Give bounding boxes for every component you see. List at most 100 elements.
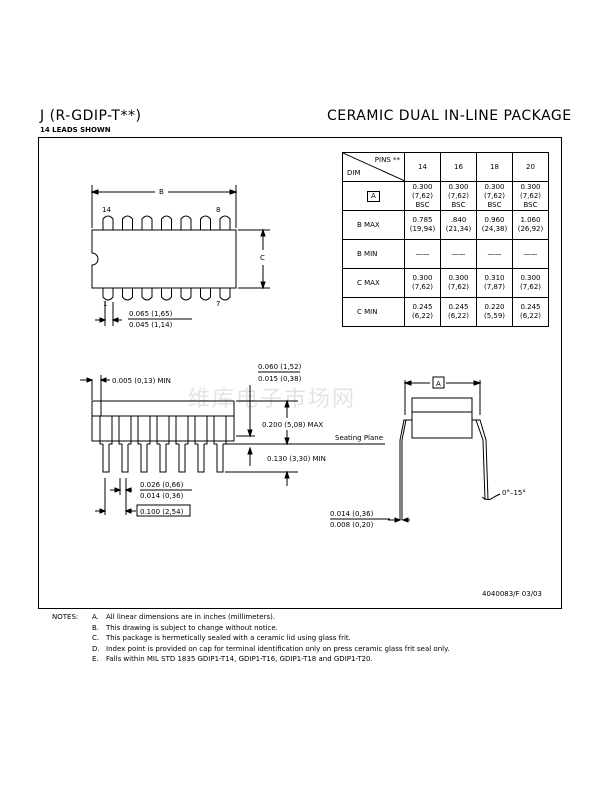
- bottom-pin: [180, 288, 192, 301]
- table-cell: ——: [512, 239, 549, 269]
- lead-width-max-dim: 0.026 (0,66): [140, 481, 184, 489]
- note-key: A.: [92, 613, 99, 621]
- side-lead: [99, 416, 113, 473]
- top-pin: [180, 215, 192, 230]
- lead-pitch-dim: 0.100 (2,54): [140, 508, 184, 516]
- package-name-title: CERAMIC DUAL IN-LINE PACKAGE: [327, 108, 572, 124]
- lead-thickness-max: 0.014 (0,36): [330, 510, 374, 518]
- column-header: 20: [512, 152, 549, 182]
- row-label-cell: C MAX: [342, 268, 405, 298]
- row-label: A: [367, 190, 380, 202]
- top-pin: [141, 215, 153, 230]
- dimension-table: PINS ** DIM 14 16 18 20 A 0.300 (7,62) BS…: [342, 152, 549, 327]
- note-key: D.: [92, 644, 100, 653]
- table-cell: 0.245 (6,22): [440, 297, 477, 327]
- bottom-pin: [200, 288, 211, 301]
- note-item: E. Falls within MIL STD 1835 GDIP1-T14, G…: [52, 654, 449, 665]
- column-header: 16: [440, 152, 477, 182]
- seating-plane-label: Seating Plane: [335, 434, 383, 442]
- note-item: D. Index point is provided on cap for ter…: [52, 644, 449, 655]
- side-lead: [194, 416, 208, 473]
- table-cell: 0.300 (7,62): [404, 268, 441, 298]
- shoulder-min-dim: 0.015 (0,38): [258, 375, 302, 383]
- note-key: C.: [92, 634, 100, 642]
- side-lead: [118, 416, 132, 473]
- top-pin: [219, 215, 231, 230]
- row-label-cell: B MAX: [342, 210, 405, 240]
- corner-diagonal: [343, 153, 405, 181]
- note-key: B.: [92, 623, 100, 632]
- row-label: C MAX: [357, 278, 380, 287]
- side-lead: [137, 416, 151, 473]
- top-view: [90, 185, 270, 326]
- lead-width-min: 0.045 (1,14): [129, 321, 173, 329]
- table-row: B MIN————————: [342, 239, 549, 269]
- document-reference: 4040083/F 03/03: [482, 590, 542, 598]
- column-header: 14: [404, 152, 441, 182]
- table-cell: 0.300 (7,62) BSC: [512, 181, 549, 211]
- row-label: C MIN: [357, 307, 378, 316]
- table-header-row: PINS ** DIM 14 16 18 20: [342, 152, 549, 182]
- side-lead: [175, 416, 189, 473]
- note-text: This package is hermetically sealed with…: [106, 634, 351, 642]
- table-cell: 0.245 (6,22): [512, 297, 549, 327]
- table-cell: 0.220 (5,59): [476, 297, 513, 327]
- table-cell: 0.785 (19,94): [404, 210, 441, 240]
- note-key: E.: [92, 655, 99, 663]
- package-code-title: J (R-GDIP-T**): [40, 108, 142, 124]
- note-item: C. This package is hermetically sealed wi…: [52, 633, 449, 644]
- row-label: B MAX: [357, 220, 380, 229]
- side-lead: [156, 416, 170, 473]
- table-cell: 0.300 (7,62) BSC: [440, 181, 477, 211]
- note-item: NOTES:A.All linear dimensions are in inc…: [52, 612, 449, 623]
- table-cell: 0.300 (7,62) BSC: [476, 181, 513, 211]
- note-text: Falls within MIL STD 1835 GDIP1-T14, GDI…: [106, 655, 373, 663]
- end-clearance-dim: 0.005 (0,13) MIN: [112, 377, 171, 385]
- bottom-pin: [219, 288, 231, 301]
- pin-8-label: 8: [216, 206, 220, 214]
- dim-c-label: C: [260, 254, 265, 262]
- top-pin: [161, 215, 172, 230]
- dim-header: DIM: [347, 169, 361, 177]
- column-header: 18: [476, 152, 513, 182]
- table-cell: 0.310 (7,87): [476, 268, 513, 298]
- table-cell: .840 (21,34): [440, 210, 477, 240]
- side-view: [80, 371, 385, 517]
- bottom-pin: [122, 288, 133, 301]
- pin-7-label: 7: [216, 300, 220, 308]
- row-label-cell: A: [342, 181, 405, 211]
- shoulder-max-dim: 0.060 (1,52): [258, 363, 302, 371]
- lead-thickness-min: 0.008 (0,20): [330, 521, 374, 529]
- side-leads: [99, 416, 227, 473]
- end-view-dim-a: A: [436, 380, 441, 388]
- lead-width-max: 0.065 (1,65): [129, 310, 173, 318]
- notes-heading: NOTES:: [52, 613, 79, 621]
- bottom-pin: [102, 288, 114, 301]
- row-label: B MIN: [357, 249, 378, 258]
- pins-header: PINS **: [374, 156, 400, 164]
- table-cell: 0.245 (6,22): [404, 297, 441, 327]
- note-text: Index point is provided on cap for termi…: [106, 644, 450, 653]
- top-pin: [122, 215, 133, 230]
- table-cell: ——: [476, 239, 513, 269]
- table-cell: 0.300 (7,62): [440, 268, 477, 298]
- table-cell: 1.060 (26,92): [512, 210, 549, 240]
- lead-length-dim: 0.130 (3,30) MIN: [267, 455, 326, 463]
- table-cell: 0.300 (7,62) BSC: [404, 181, 441, 211]
- bottom-pin: [161, 288, 172, 301]
- table-cell: ——: [440, 239, 477, 269]
- bottom-pin: [141, 288, 153, 301]
- top-pin: [200, 215, 211, 230]
- row-label-cell: C MIN: [342, 297, 405, 327]
- side-lead: [213, 416, 227, 473]
- note-item: B.This drawing is subject to change with…: [52, 623, 449, 634]
- top-view-body: [91, 229, 237, 289]
- table-cell: ——: [404, 239, 441, 269]
- top-pin: [102, 215, 114, 230]
